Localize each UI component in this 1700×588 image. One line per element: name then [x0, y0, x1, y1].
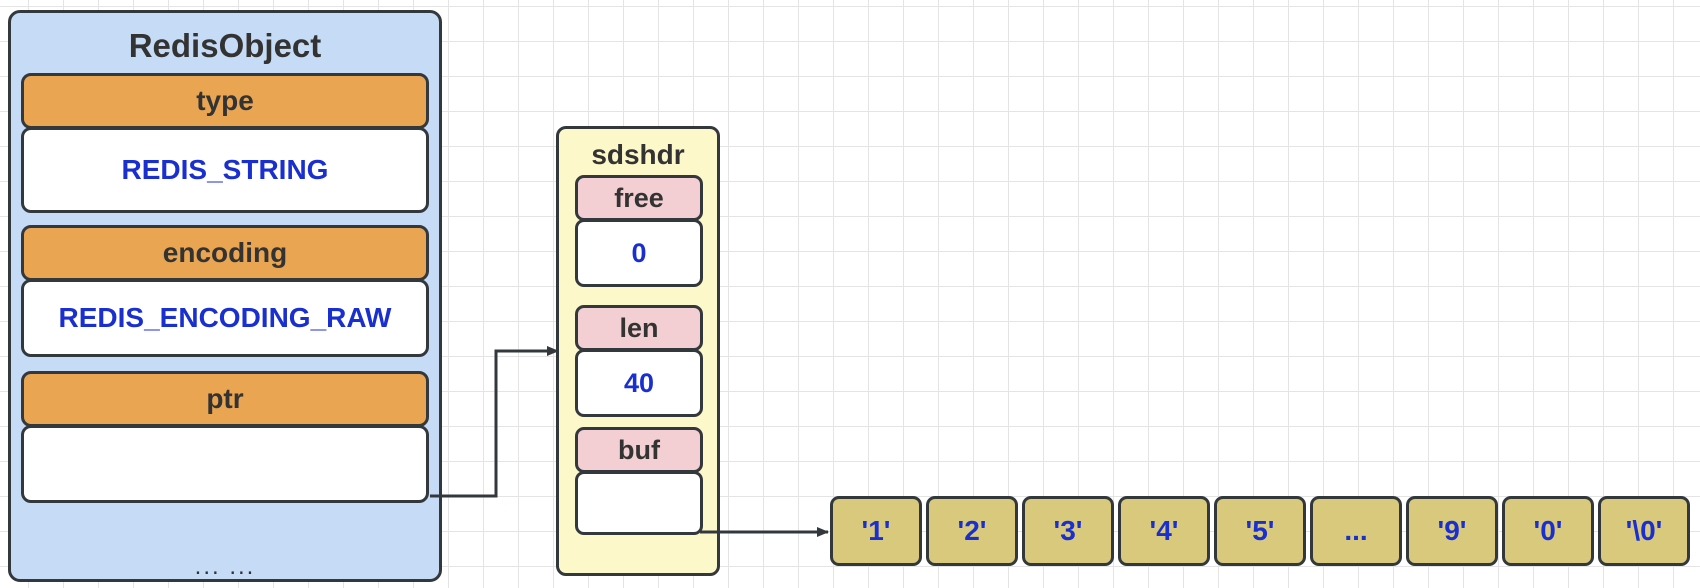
redis-object: RedisObject type REDIS_STRING encoding R…	[8, 10, 442, 582]
free-value: 0	[575, 219, 703, 287]
buffer-cell: '0'	[1502, 496, 1594, 566]
encoding-label: encoding	[21, 225, 429, 281]
encoding-value: REDIS_ENCODING_RAW	[21, 279, 429, 357]
buf-value	[575, 471, 703, 535]
sdshdr-title: sdshdr	[591, 139, 685, 170]
buffer-cell: ...	[1310, 496, 1402, 566]
ptr-label: ptr	[21, 371, 429, 427]
redis-object-title: RedisObject	[128, 27, 322, 64]
buffer-cell: '3'	[1022, 496, 1114, 566]
buffer-cell: '5'	[1214, 496, 1306, 566]
buffer-cell: '1'	[830, 496, 922, 566]
buffer-cell: '4'	[1118, 496, 1210, 566]
len-value: 40	[575, 349, 703, 417]
ptr-value	[21, 425, 429, 503]
buffer-cell: '2'	[926, 496, 1018, 566]
buffer-array: '1' '2' '3' '4' '5' ... '9' '0' '\0'	[830, 496, 1700, 566]
buffer-cell: '\0'	[1598, 496, 1690, 566]
ptr-to-sdshdr-arrow	[430, 346, 559, 498]
buffer-cell: '9'	[1406, 496, 1498, 566]
type-value: REDIS_STRING	[21, 127, 429, 213]
len-label: len	[575, 305, 703, 351]
redis-object-ellipsis: ... ...	[194, 553, 256, 580]
free-label: free	[575, 175, 703, 221]
sdshdr: sdshdr free 0 len 40 buf	[556, 126, 720, 576]
